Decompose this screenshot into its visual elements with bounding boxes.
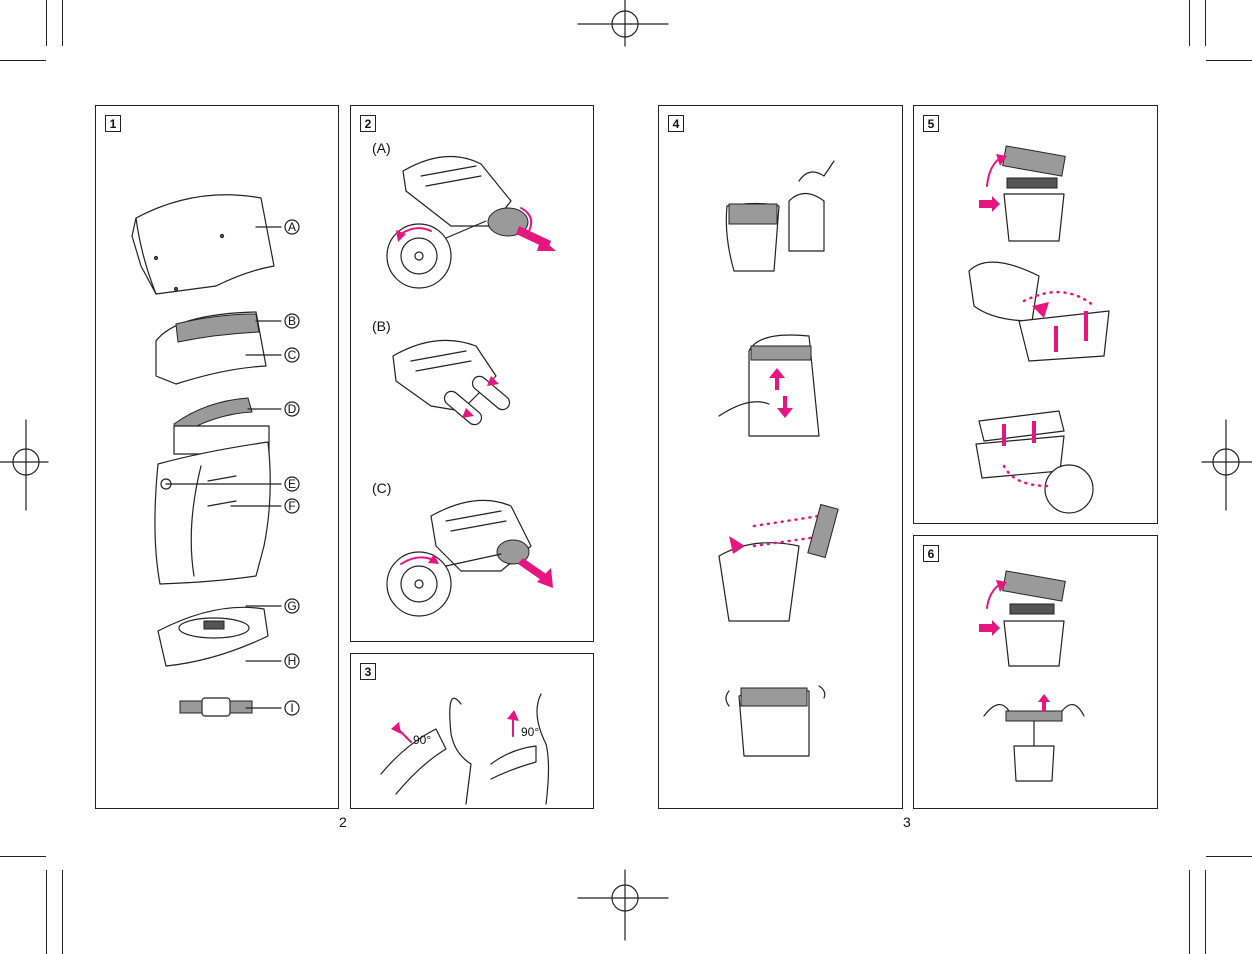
part-label-a: A	[285, 220, 299, 234]
part-label-g: G	[285, 599, 299, 613]
panel-1: 1	[95, 105, 339, 809]
svg-text:B: B	[288, 314, 296, 328]
angle-label: 90°	[413, 733, 431, 747]
svg-text:F: F	[288, 499, 295, 513]
cleaning-brush	[180, 698, 252, 716]
part-label-c: C	[285, 348, 299, 362]
panel-6: 6	[913, 535, 1158, 809]
part-label-f: F	[285, 499, 299, 513]
registration-mark-top	[578, 0, 668, 50]
panel-2: 2 (A) (B) (C)	[350, 105, 594, 642]
cutter-removal-diagram	[914, 536, 1159, 810]
battery-cover	[158, 607, 268, 666]
part-label-h: H	[285, 654, 299, 668]
svg-text:G: G	[287, 599, 296, 613]
page-number-left: 2	[339, 814, 347, 830]
svg-text:H: H	[288, 654, 297, 668]
panel-5: 5	[913, 105, 1158, 524]
svg-text:I: I	[290, 701, 293, 715]
angle-label: 90°	[521, 725, 539, 739]
part-label-i: I	[285, 701, 299, 715]
cleaning-diagram	[659, 106, 904, 810]
registration-mark-bottom	[578, 870, 668, 940]
protective-cap	[132, 195, 274, 294]
shaving-diagram: 90° 90°	[351, 654, 595, 810]
page-number-right: 3	[903, 814, 911, 830]
panel-4: 4	[658, 105, 903, 809]
panel-3: 3 90° 90°	[350, 653, 594, 809]
svg-text:D: D	[288, 402, 297, 416]
registration-mark-left	[0, 420, 50, 510]
part-label-b: B	[285, 314, 299, 328]
foil-frame	[156, 312, 266, 384]
shaver-housing	[155, 442, 270, 584]
parts-diagram: A B C D EF G H I	[96, 106, 340, 810]
foil-removal-diagram	[914, 106, 1159, 525]
svg-text:A: A	[288, 220, 296, 234]
registration-mark-right	[1200, 420, 1252, 510]
part-label-d: D	[285, 402, 299, 416]
svg-text:C: C	[288, 348, 297, 362]
part-label-e: E	[285, 477, 299, 491]
svg-text:E: E	[288, 477, 296, 491]
battery-diagram	[351, 106, 595, 643]
